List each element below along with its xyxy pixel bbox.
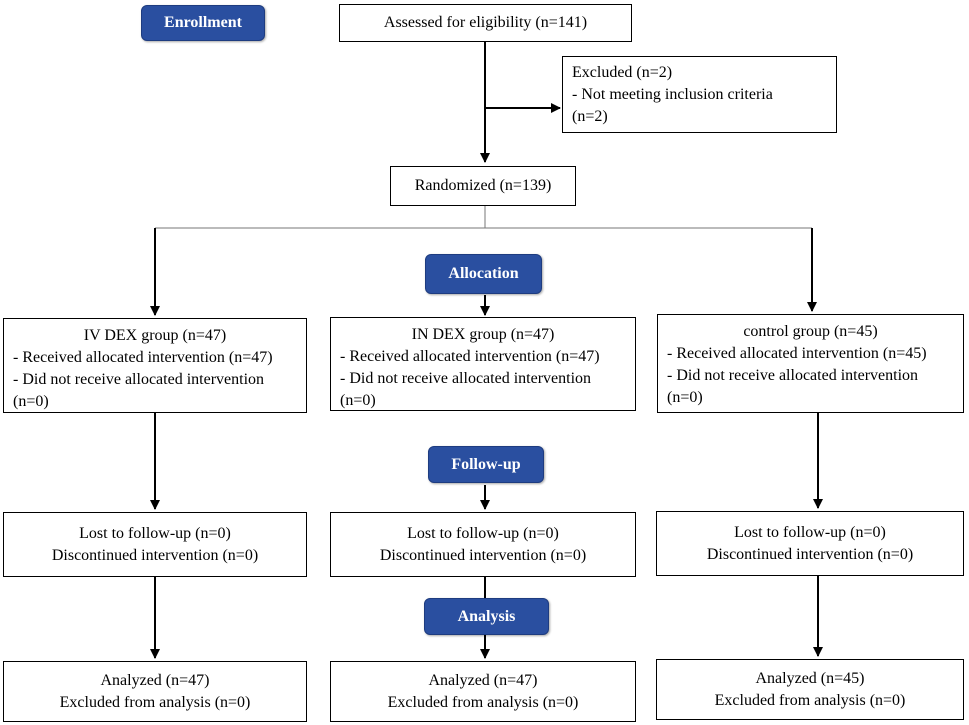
randomized-text: Randomized (n=139) [414,177,552,194]
excluded-from-analysis: Excluded from analysis (n=0) [59,693,251,711]
excluded-reason: - Not meeting inclusion criteria [572,86,773,103]
stage-tag-enrollment: Enrollment [141,5,265,41]
analyzed-count: Analyzed (n=47) [428,671,538,689]
assessed-text: Assessed for eligibility (n=141) [383,14,588,31]
allocation-box-iv-dex: IV DEX group (n=47) - Received allocated… [3,318,307,413]
followup-box-iv-dex: Lost to follow-up (n=0) Discontinued int… [3,512,307,577]
excluded-title: Excluded (n=2) [572,64,673,81]
received-intervention: - Received allocated intervention (n=47) [340,348,600,365]
excluded-box: Excluded (n=2) - Not meeting inclusion c… [562,56,837,133]
lost-to-followup: Lost to follow-up (n=0) [79,524,231,542]
assessed-box: Assessed for eligibility (n=141) [339,4,632,42]
received-intervention: - Received allocated intervention (n=47) [13,349,273,366]
not-received-count: (n=0) [667,389,703,406]
discontinued-intervention: Discontinued intervention (n=0) [706,545,914,563]
stage-tag-analysis: Analysis [424,598,549,635]
followup-box-in-dex: Lost to follow-up (n=0) Discontinued int… [330,512,636,577]
group-title: control group (n=45) [743,323,878,340]
stage-tag-follow-up: Follow-up [428,446,544,483]
followup-box-control: Lost to follow-up (n=0) Discontinued int… [656,511,964,576]
allocation-box-control: control group (n=45) - Received allocate… [657,314,964,413]
lost-to-followup: Lost to follow-up (n=0) [407,524,559,542]
not-received-intervention: - Did not receive allocated intervention [667,367,919,384]
group-title: IV DEX group (n=47) [83,327,227,344]
excluded-from-analysis: Excluded from analysis (n=0) [387,693,579,711]
lost-to-followup: Lost to follow-up (n=0) [734,523,886,541]
group-title: IN DEX group (n=47) [411,326,555,343]
discontinued-intervention: Discontinued intervention (n=0) [51,546,259,564]
not-received-intervention: - Did not receive allocated intervention [340,370,592,387]
analysis-box-control: Analyzed (n=45) Excluded from analysis (… [656,659,964,720]
analyzed-count: Analyzed (n=47) [100,671,210,689]
allocation-box-in-dex: IN DEX group (n=47) - Received allocated… [330,317,636,411]
excluded-from-analysis: Excluded from analysis (n=0) [714,691,906,709]
received-intervention: - Received allocated intervention (n=45) [667,345,927,362]
not-received-count: (n=0) [340,392,376,409]
analysis-box-iv-dex: Analyzed (n=47) Excluded from analysis (… [3,661,307,722]
not-received-count: (n=0) [13,393,49,410]
excluded-reason-count: (n=2) [572,108,608,125]
analyzed-count: Analyzed (n=45) [755,669,865,687]
randomized-box: Randomized (n=139) [390,166,576,206]
discontinued-intervention: Discontinued intervention (n=0) [379,546,587,564]
analysis-box-in-dex: Analyzed (n=47) Excluded from analysis (… [330,661,636,722]
stage-tag-allocation: Allocation [425,254,542,294]
not-received-intervention: - Did not receive allocated intervention [13,371,265,388]
